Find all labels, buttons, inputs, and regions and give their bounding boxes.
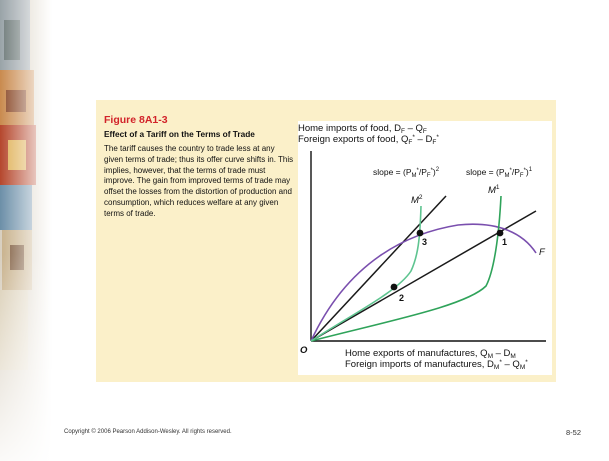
equilibrium-point-1 xyxy=(496,229,504,237)
point-1-label: 1 xyxy=(502,237,507,247)
equilibrium-point-3 xyxy=(416,229,424,237)
y-axis-label-line2: Foreign exports of food, QF* – DF* xyxy=(298,134,439,146)
slope-label-2: slope = (PM*/PF*)2 xyxy=(373,167,440,179)
figure-subtitle: Effect of a Tariff on the Terms of Trade xyxy=(104,129,255,139)
point-2-label: 2 xyxy=(399,293,404,303)
figure-caption: Figure 8A1-3 Effect of a Tariff on the T… xyxy=(104,114,294,220)
curve-M1-label: M1 xyxy=(488,184,500,196)
figure-title: Figure 8A1-3 xyxy=(104,114,168,126)
home-offer-curve-M1 xyxy=(310,195,502,342)
point-3-label: 3 xyxy=(422,237,427,247)
x-axis-label-line1: Home exports of manufactures, QM – DM xyxy=(345,348,516,360)
x-axis-label-line2: Foreign imports of manufactures, DM* – Q… xyxy=(345,359,528,371)
decorative-photo-strip xyxy=(0,0,52,461)
foreign-offer-curve-F xyxy=(310,223,537,342)
home-offer-curve-M2-tariff xyxy=(310,205,422,342)
point-2 xyxy=(390,283,398,291)
offer-curve-diagram: Home imports of food, DF – QF Foreign ex… xyxy=(298,121,552,375)
copyright-notice: Copyright © 2006 Pearson Addison-Wesley.… xyxy=(64,429,232,435)
curve-F-label: F xyxy=(539,247,546,258)
slope-label-1: slope = (PM*/PF*)1 xyxy=(466,167,533,179)
y-axis-label-line1: Home imports of food, DF – QF xyxy=(298,123,427,135)
terms-of-trade-line-2 xyxy=(310,195,447,342)
slide-number: 8-52 xyxy=(566,428,582,437)
figure-description: The tariff causes the country to trade l… xyxy=(104,144,294,218)
origin-label: O xyxy=(300,345,308,356)
curve-M2-label: M2 xyxy=(411,194,423,206)
